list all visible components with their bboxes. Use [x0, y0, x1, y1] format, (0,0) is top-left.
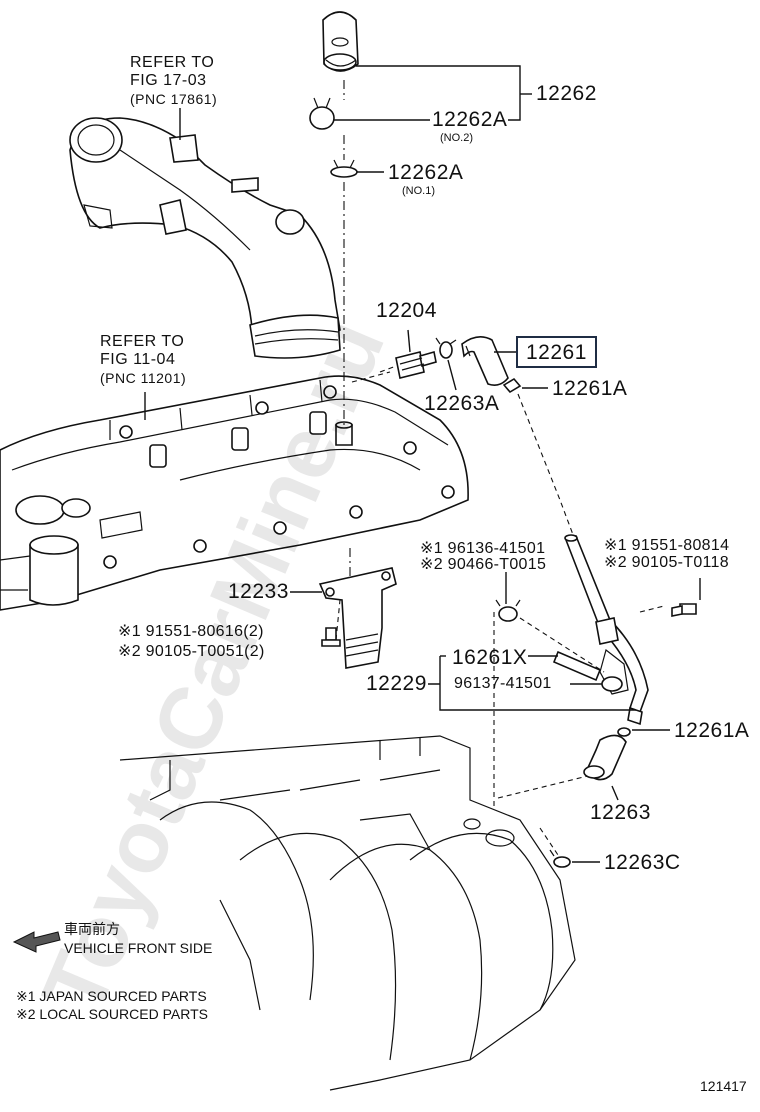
legend-front-en: VEHICLE FRONT SIDE: [64, 940, 213, 956]
clamp-12262a-no1[interactable]: [330, 159, 358, 178]
refer-line2: FIG 11-04: [100, 351, 176, 369]
hose-12261[interactable]: [461, 336, 509, 386]
clip-12261a-bottom[interactable]: [617, 727, 631, 737]
intake-manifold: [119, 735, 576, 1091]
part-label-12263a[interactable]: 12263A: [424, 392, 500, 415]
part-label-96137-41501[interactable]: 96137-41501: [454, 675, 552, 692]
part-label-12263c[interactable]: 12263C: [604, 851, 681, 874]
refer-fig-11-04: REFER TO FIG 11-04 (PNC 11201): [100, 333, 186, 386]
ventilation-pipe-12229[interactable]: [564, 534, 649, 726]
clamp-12263c[interactable]: [549, 849, 571, 868]
clamp-12263a[interactable]: [435, 337, 457, 359]
air-intake-duct: [69, 117, 341, 359]
clamp-96137-41501[interactable]: [601, 676, 623, 692]
part-label-12261a-top[interactable]: 12261A: [552, 377, 628, 400]
hose-12262[interactable]: [322, 11, 359, 72]
refer-line3: (PNC 11201): [100, 369, 187, 386]
alt-part-90466-t0015[interactable]: ※2 90466-T0015: [420, 556, 547, 573]
cylinder-head-cover: [0, 375, 469, 611]
vehicle-front-arrow-icon: [12, 931, 61, 953]
figure-id: 121417: [700, 1078, 747, 1094]
pcv-valve-12204[interactable]: [395, 350, 437, 379]
part-note-no1: (NO.1): [402, 185, 435, 197]
part-label-12204[interactable]: 12204: [376, 299, 437, 322]
hose-12263[interactable]: [583, 734, 627, 781]
legend-note-1: ※1 JAPAN SOURCED PARTS: [16, 988, 207, 1004]
refer-line3: (PNC 17861): [130, 90, 218, 107]
bolt-91551-80814[interactable]: [671, 603, 697, 617]
alt-part-90105-t0118[interactable]: ※2 90105-T0118: [604, 554, 729, 571]
part-note-no2: (NO.2): [440, 132, 473, 144]
part-label-12261[interactable]: 12261: [516, 336, 597, 368]
refer-line1: REFER TO: [100, 333, 185, 350]
alt-part-91551-80616[interactable]: ※1 91551-80616(2): [118, 623, 264, 640]
bolt-91551-80616[interactable]: [321, 627, 341, 647]
oil-separator-12233[interactable]: [318, 567, 397, 669]
part-label-12262[interactable]: 12262: [536, 82, 597, 105]
refer-fig-17-03: REFER TO FIG 17-03 (PNC 17861): [130, 54, 217, 107]
clamp-96136-41501[interactable]: [495, 599, 521, 622]
part-label-12262a-no2[interactable]: 12262A: [432, 108, 508, 131]
refer-line1: REFER TO: [130, 54, 215, 71]
part-label-12229[interactable]: 12229: [366, 672, 427, 695]
refer-line2: FIG 17-03: [130, 72, 207, 90]
alt-part-96136-41501[interactable]: ※1 96136-41501: [420, 540, 546, 557]
part-label-16261x[interactable]: 16261X: [452, 646, 528, 669]
part-label-12261a-bottom[interactable]: 12261A: [674, 719, 750, 742]
clip-12261a-top[interactable]: [502, 377, 522, 394]
legend-note-2: ※2 LOCAL SOURCED PARTS: [16, 1006, 208, 1022]
alt-part-90105-t0051[interactable]: ※2 90105-T0051(2): [118, 643, 265, 660]
part-label-12263[interactable]: 12263: [590, 801, 651, 824]
part-label-12233[interactable]: 12233: [228, 580, 289, 603]
alt-part-91551-80814[interactable]: ※1 91551-80814: [604, 537, 730, 554]
legend-front-jp: 車両前方: [64, 921, 120, 937]
hose-16261x[interactable]: [552, 650, 602, 682]
clamp-12262a-no2[interactable]: [309, 97, 335, 130]
leader-lines: [290, 65, 701, 863]
part-label-12262a-no1[interactable]: 12262A: [388, 161, 464, 184]
